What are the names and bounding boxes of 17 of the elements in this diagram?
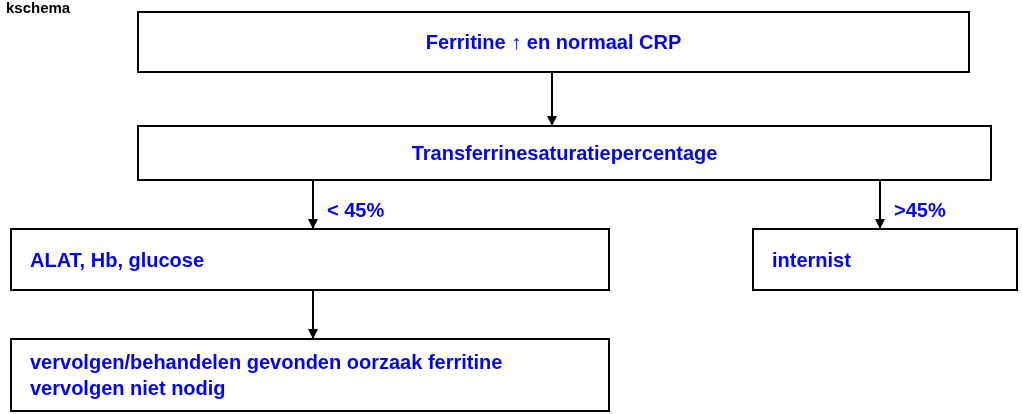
box-text: vervolgen/behandelen gevonden oorzaak ferritine vervolgen niet nodig (30, 350, 504, 401)
process-box (137, 125, 992, 181)
process-box (10, 228, 610, 291)
diagram-title: kschema (6, 0, 71, 15)
edge-label: >45% (892, 200, 948, 220)
arrow (875, 180, 885, 229)
edge-label: < 45% (325, 200, 387, 220)
arrow (308, 290, 318, 339)
box-text: internist (772, 247, 851, 273)
arrow (547, 72, 557, 126)
box-text: Transferrinesaturatiepercentage (411, 141, 718, 166)
process-box (752, 228, 1018, 291)
box-text: ALAT, Hb, glucose (30, 247, 205, 273)
box-text: Ferritine ↑ en normaal CRP (425, 30, 682, 55)
process-box (10, 338, 610, 412)
arrow (308, 180, 318, 229)
process-box (137, 11, 970, 73)
